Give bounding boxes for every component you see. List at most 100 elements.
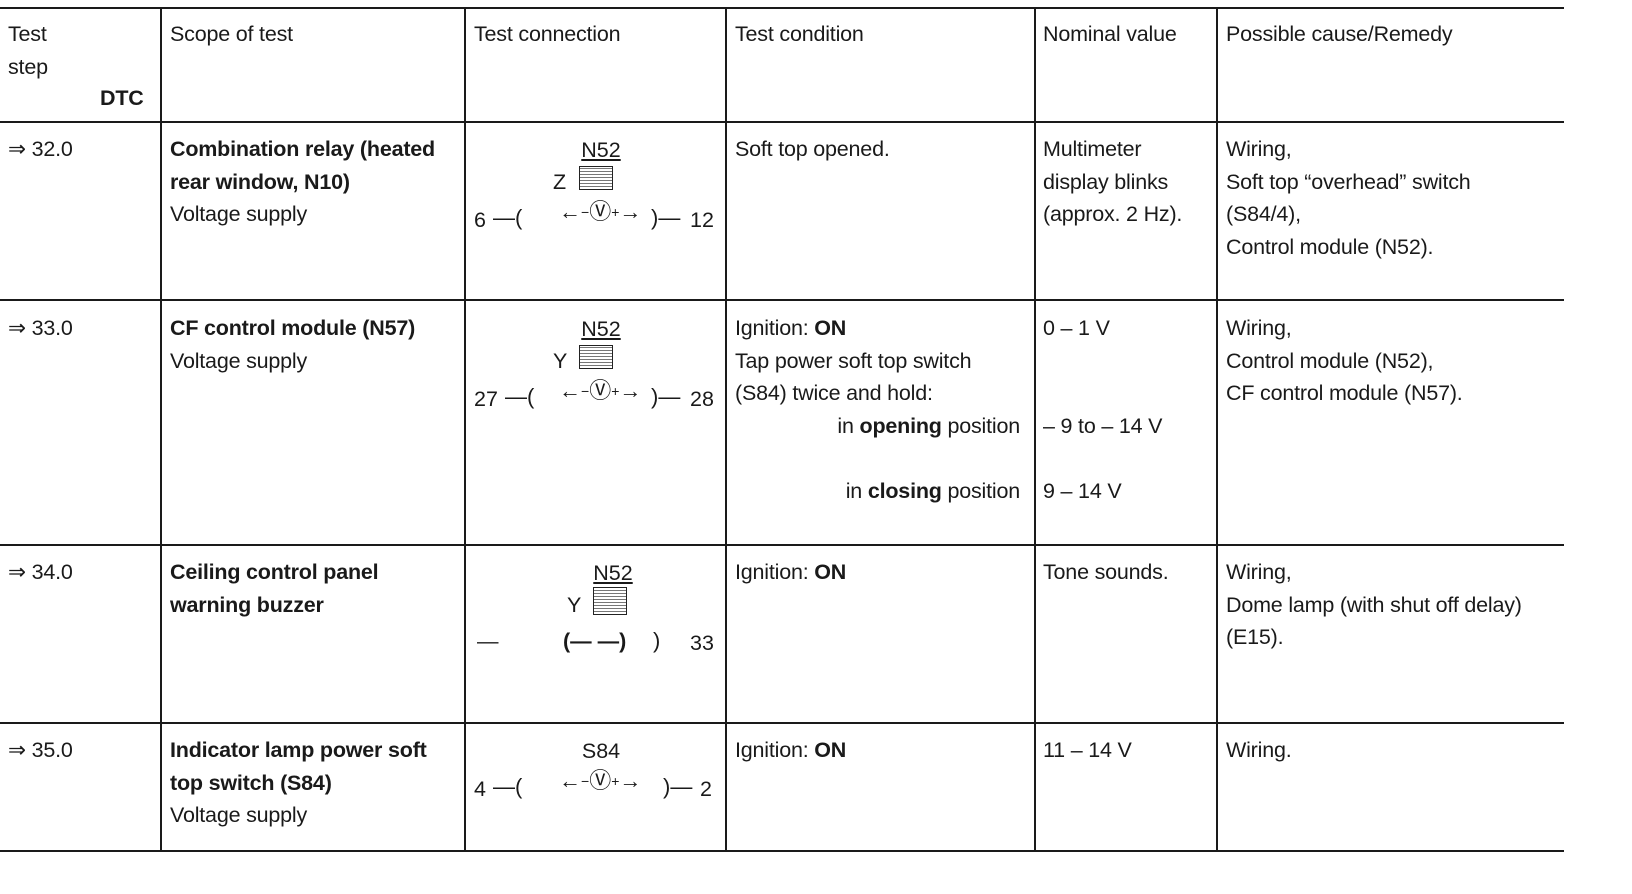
header-remedy: Possible cause/Remedy bbox=[1226, 22, 1453, 46]
condition-text: position bbox=[941, 478, 1020, 503]
header-nominal: Nominal value bbox=[1043, 22, 1177, 46]
right-pin: 28 bbox=[690, 387, 714, 411]
voltmeter-icon: ←−Ⓥ+→ bbox=[559, 768, 642, 793]
remedy-line: Wiring, bbox=[1226, 137, 1292, 161]
row-33-remedy: Wiring, Control module (N52), CF control… bbox=[1226, 312, 1463, 410]
nominal-spacer bbox=[1043, 345, 1162, 378]
table-bottom-rule bbox=[0, 850, 1564, 852]
socket-grid-icon bbox=[593, 587, 627, 615]
header-scope: Scope of test bbox=[170, 22, 293, 46]
condition-emphasis: opening bbox=[859, 413, 942, 438]
remedy-line: Soft top “overhead” switch bbox=[1226, 169, 1471, 194]
left-pin: 27 bbox=[474, 387, 498, 411]
row-divider bbox=[0, 299, 1564, 301]
socket-label: Z bbox=[553, 170, 567, 194]
led-tester-icon: (— —) bbox=[563, 629, 627, 653]
row-divider bbox=[0, 544, 1564, 546]
column-divider bbox=[160, 7, 162, 852]
row-35-remedy: Wiring. bbox=[1226, 738, 1292, 762]
row-34-condition: Ignition: ON bbox=[735, 556, 846, 589]
header-dtc: DTC bbox=[100, 86, 144, 110]
row-33-step: ⇒ 33.0 bbox=[8, 316, 73, 340]
remedy-line: Control module (N52), bbox=[1226, 348, 1434, 373]
nominal-spacer bbox=[1043, 377, 1162, 410]
condition-spacer bbox=[735, 442, 1020, 475]
remedy-line: Wiring, bbox=[1226, 560, 1292, 584]
scope-title-line: warning buzzer bbox=[170, 592, 324, 617]
row-33-scope: CF control module (N57) Voltage supply bbox=[170, 312, 415, 377]
row-32-remedy: Wiring, Soft top “overhead” switch (S84/… bbox=[1226, 133, 1471, 263]
condition-value: ON bbox=[814, 738, 847, 762]
left-pin: — bbox=[477, 629, 499, 653]
socket-grid-icon bbox=[579, 345, 613, 369]
header-condition: Test condition bbox=[735, 22, 864, 46]
remedy-line: Control module (N52). bbox=[1226, 234, 1434, 259]
condition-line: Tap power soft top switch bbox=[735, 348, 972, 373]
scope-subtitle: Voltage supply bbox=[170, 348, 308, 373]
condition-ignition: Ignition: ON bbox=[735, 312, 1020, 345]
column-divider bbox=[1216, 7, 1218, 852]
row-divider bbox=[0, 722, 1564, 724]
nominal-opening: – 9 to – 14 V bbox=[1043, 413, 1163, 438]
socket-label: Y bbox=[553, 349, 568, 373]
scope-subtitle: Voltage supply bbox=[170, 202, 308, 226]
row-34-scope: Ceiling control panel warning buzzer bbox=[170, 556, 379, 621]
probe-left-icon: —( bbox=[505, 384, 535, 409]
module-label: S84 bbox=[581, 739, 621, 763]
remedy-line: Dome lamp (with shut off delay) bbox=[1226, 592, 1522, 617]
condition-emphasis: closing bbox=[867, 478, 942, 503]
probe-left-icon: —( bbox=[493, 774, 523, 799]
table-top-rule bbox=[0, 7, 1564, 9]
condition-value: ON bbox=[814, 560, 847, 584]
nominal-line: display blinks bbox=[1043, 169, 1169, 194]
probe-left-icon: —( bbox=[493, 205, 523, 230]
remedy-line: CF control module (N57). bbox=[1226, 381, 1463, 405]
condition-line: (S84) twice and hold: bbox=[735, 381, 933, 405]
row-33-nominal: 0 – 1 V – 9 to – 14 V 9 – 14 V bbox=[1043, 312, 1163, 507]
left-pin: 6 bbox=[474, 208, 486, 232]
row-35-condition: Ignition: ON bbox=[735, 734, 846, 767]
voltmeter-icon: ←−Ⓥ+→ bbox=[559, 199, 642, 224]
condition-text: in bbox=[845, 478, 868, 503]
row-32-step: ⇒ 32.0 bbox=[8, 137, 73, 161]
probe-right-icon: )— bbox=[651, 384, 681, 409]
row-35-step: ⇒ 35.0 bbox=[8, 738, 73, 762]
row-35-nominal: 11 – 14 V bbox=[1043, 738, 1132, 762]
voltmeter-icon: ←−Ⓥ+→ bbox=[559, 378, 642, 403]
probe-right-icon: )— bbox=[651, 205, 681, 230]
probe-right-icon: ) bbox=[653, 628, 661, 653]
column-divider bbox=[1034, 7, 1036, 852]
scope-title-line: Ceiling control panel bbox=[170, 560, 379, 584]
scope-title-line: Combination relay (heated bbox=[170, 137, 435, 161]
row-34-step: ⇒ 34.0 bbox=[8, 560, 73, 584]
remedy-line: Wiring, bbox=[1226, 316, 1292, 340]
header-test-step: Test step bbox=[8, 18, 48, 83]
nominal-spacer bbox=[1043, 442, 1162, 475]
header-connection: Test connection bbox=[474, 22, 621, 46]
scope-title-line: CF control module (N57) bbox=[170, 316, 416, 340]
scope-title-line: top switch (S84) bbox=[170, 770, 332, 795]
socket-grid-icon bbox=[579, 166, 613, 190]
row-34-connection: N52 Y — (— —) ) 33 bbox=[465, 559, 725, 669]
socket-label: Y bbox=[567, 593, 582, 617]
probe-right-icon: )— bbox=[663, 774, 693, 799]
right-pin: 33 bbox=[690, 631, 714, 655]
row-32-condition: Soft top opened. bbox=[735, 137, 890, 161]
row-32-connection: N52 Z 6 —( ←−Ⓥ+→ )— 12 bbox=[465, 136, 725, 246]
right-pin: 12 bbox=[690, 208, 714, 232]
remedy-line: (E15). bbox=[1226, 625, 1284, 649]
condition-value: ON bbox=[814, 316, 847, 340]
nominal-first: 0 – 1 V bbox=[1043, 316, 1110, 340]
condition-label: Ignition: bbox=[735, 316, 815, 340]
row-34-remedy: Wiring, Dome lamp (with shut off delay) … bbox=[1226, 556, 1522, 654]
header-bottom-rule bbox=[0, 121, 1564, 123]
row-32-nominal: Multimeter display blinks (approx. 2 Hz)… bbox=[1043, 133, 1182, 231]
row-32-scope: Combination relay (heated rear window, N… bbox=[170, 133, 435, 231]
scope-title-line: rear window, N10) bbox=[170, 169, 350, 194]
left-pin: 4 bbox=[474, 777, 486, 801]
condition-text: position bbox=[941, 413, 1020, 438]
condition-closing: in closing position bbox=[735, 475, 1020, 508]
column-divider bbox=[464, 7, 466, 852]
scope-title-line: Indicator lamp power soft bbox=[170, 738, 427, 762]
